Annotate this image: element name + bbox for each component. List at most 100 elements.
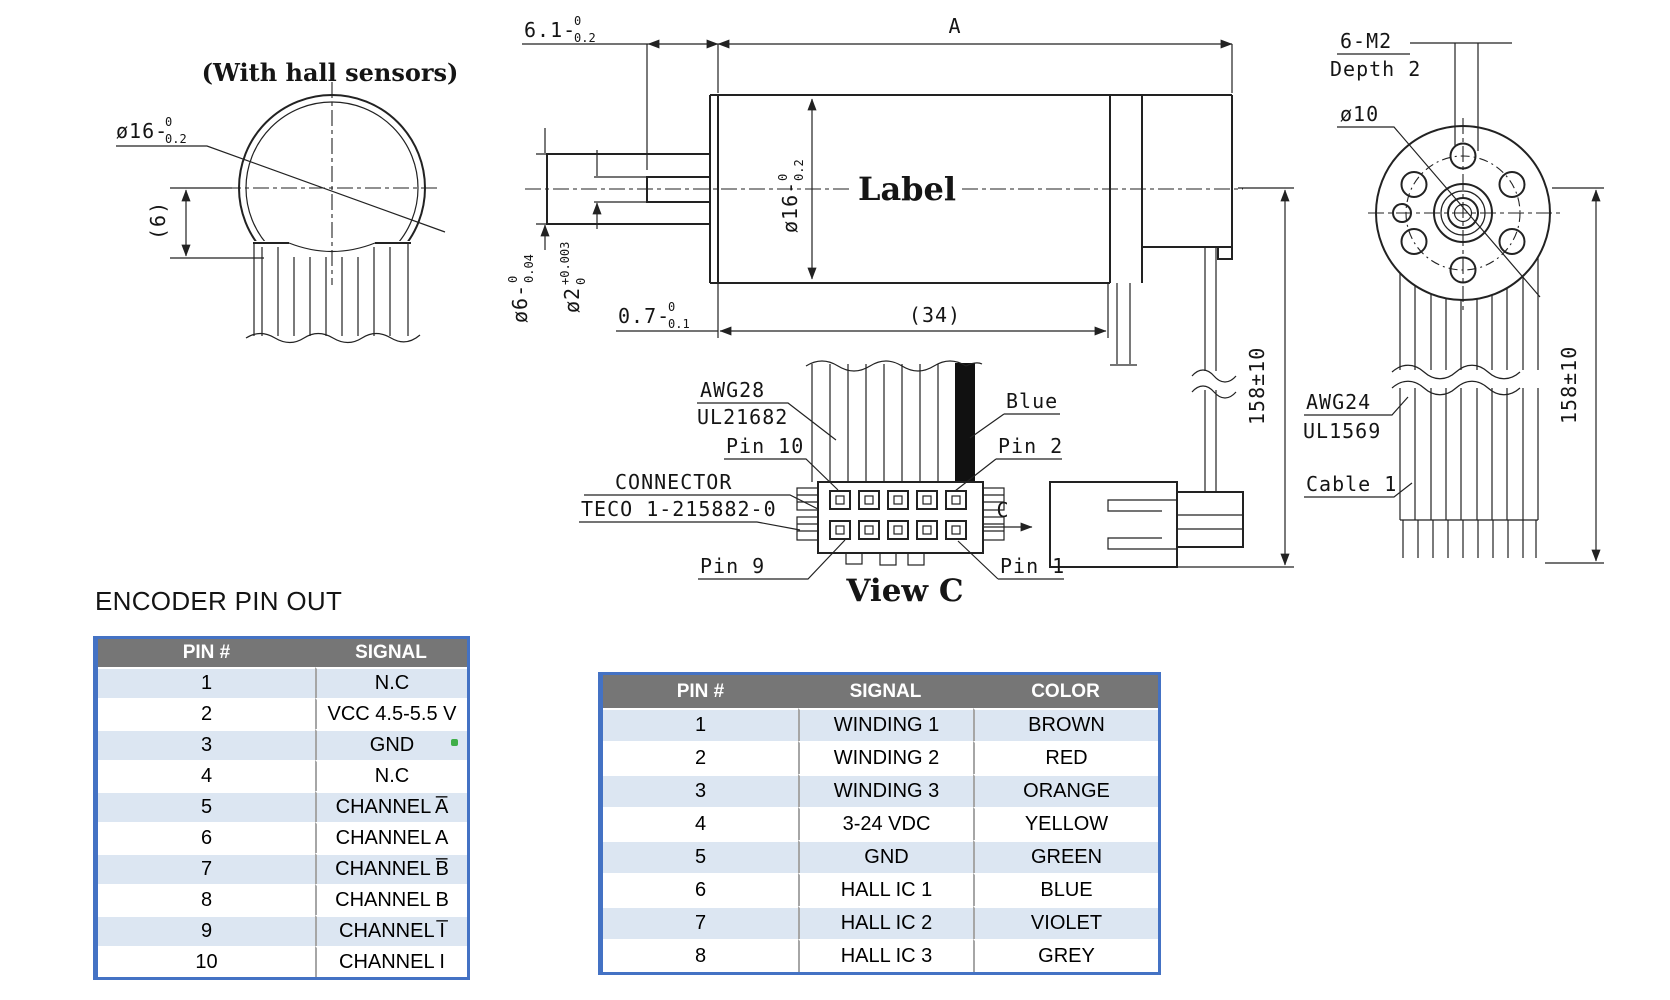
dim-6: (6) xyxy=(146,201,170,240)
dim-dia6-tol-top: 0 xyxy=(506,276,520,283)
pin-cell: 6 xyxy=(98,822,315,853)
motor-label: Label xyxy=(858,170,956,208)
connector-pins xyxy=(829,490,967,540)
signal-cell: CHANNEL B̅ xyxy=(315,853,467,884)
signal-cell: WINDING 1 xyxy=(798,708,973,741)
color-cell: BROWN xyxy=(973,708,1158,741)
dim-dia16-left: ø16- xyxy=(116,119,168,143)
ul21682-label: UL21682 xyxy=(697,405,788,429)
dim-dia16-left-tol-bot: 0.2 xyxy=(165,132,187,146)
dim-dia16-side: ø16- xyxy=(778,181,802,233)
pin-cell: 8 xyxy=(603,939,798,972)
pin-cell: 2 xyxy=(98,698,315,729)
dim-07-tol-top: 0 xyxy=(668,300,675,314)
color-cell: BLUE xyxy=(973,873,1158,906)
rear-flange-view: 6-M2 Depth 2 ø10 AWG24 xyxy=(1303,29,1604,564)
signal-cell: 3-24 VDC xyxy=(798,807,973,840)
dim-158-center: 158±10 xyxy=(1245,347,1269,425)
pin-cell: 3 xyxy=(98,729,315,760)
dim-dia16-side-tol-bot: 0.2 xyxy=(792,159,806,181)
signal-cell: WINDING 3 xyxy=(798,774,973,807)
blue-wire xyxy=(955,363,975,482)
signal-cell: N.C xyxy=(315,667,467,698)
dim-dia16-side-tol-top: 0 xyxy=(776,174,790,181)
signal-cell: CHANNEL I̅ xyxy=(315,915,467,946)
awg24-label: AWG24 xyxy=(1306,390,1371,414)
dim-61: 6.1- xyxy=(524,18,576,42)
depth-label: Depth 2 xyxy=(1330,57,1421,81)
signal-cell: WINDING 2 xyxy=(798,741,973,774)
left-end-view: (With hall sensors) ø16- 0 0.2 (6) xyxy=(116,58,458,344)
awg28-label: AWG28 xyxy=(700,378,765,402)
pin-cell: 9 xyxy=(98,915,315,946)
blue-label: Blue xyxy=(1006,389,1058,413)
col-header-pin: PIN # xyxy=(98,639,315,667)
col-header-pin: PIN # xyxy=(603,675,798,708)
pin-cell: 2 xyxy=(603,741,798,774)
pin-cell: 4 xyxy=(603,807,798,840)
color-cell: GREEN xyxy=(973,840,1158,873)
signal-cell: CHANNEL I xyxy=(315,946,467,977)
color-cell: GREY xyxy=(973,939,1158,972)
col-header-signal: SIGNAL xyxy=(798,675,973,708)
rear-cable-bundle xyxy=(1391,257,1539,558)
dim-61-tol-top: 0 xyxy=(574,14,581,28)
dim-dia6: ø6- xyxy=(508,284,532,323)
pin10-label: Pin 10 xyxy=(726,434,804,458)
technical-drawing: (With hall sensors) ø16- 0 0.2 (6) Labe xyxy=(116,14,1604,609)
dim-158-right: 158±10 xyxy=(1557,346,1581,424)
pin2-label: Pin 2 xyxy=(998,434,1063,458)
pin-cell: 3 xyxy=(603,774,798,807)
header-row: PIN # SIGNAL COLOR xyxy=(603,675,1158,708)
left-view-wires xyxy=(245,243,421,344)
connector-detail-view: AWG28 UL21682 Pin 10 CONNECTOR TECO 1-21… xyxy=(579,360,1065,609)
dia10-label: ø10 xyxy=(1340,102,1379,126)
dim-dia16-left-tol-top: 0 xyxy=(165,115,172,129)
pin9-label: Pin 9 xyxy=(700,554,765,578)
pin-cell: 4 xyxy=(98,760,315,791)
col-header-signal: SIGNAL xyxy=(315,639,467,667)
dim-34: (34) xyxy=(909,303,961,327)
connector-side-view xyxy=(1049,481,1244,568)
dim-dia2-tol-bot: 0 xyxy=(574,278,588,285)
signal-cell: CHANNEL B xyxy=(315,884,467,915)
cable1-label: Cable 1 xyxy=(1306,472,1397,496)
col-header-color: COLOR xyxy=(973,675,1158,708)
pin-cell: 10 xyxy=(98,946,315,977)
pin-cell: 1 xyxy=(98,667,315,698)
view-c-label: View C xyxy=(845,573,963,609)
pin-cell: 5 xyxy=(98,791,315,822)
pin-cell: 7 xyxy=(603,906,798,939)
encoder-pinout-title: ENCODER PIN OUT xyxy=(95,586,343,616)
pin-cell: 6 xyxy=(603,873,798,906)
signal-cell: GND xyxy=(315,729,467,760)
signal-cell: HALL IC 3 xyxy=(798,939,973,972)
signal-cell: HALL IC 2 xyxy=(798,906,973,939)
ribbon-cable xyxy=(805,360,983,482)
pin-cell: 5 xyxy=(603,840,798,873)
color-cell: YELLOW xyxy=(973,807,1158,840)
dim-07: 0.7- xyxy=(618,304,670,328)
color-cell: ORANGE xyxy=(973,774,1158,807)
pin1-label: Pin 1 xyxy=(1000,554,1065,578)
dim-dia2-tol-top: +0.003 xyxy=(558,242,572,285)
signal-cell: HALL IC 1 xyxy=(798,873,973,906)
dim-dia6-tol-bot: 0.04 xyxy=(522,254,536,283)
pin-cell: 8 xyxy=(98,884,315,915)
color-cell: VIOLET xyxy=(973,906,1158,939)
dim-61-tol-bot: 0.2 xyxy=(574,31,596,45)
screws-label: 6-M2 xyxy=(1340,29,1392,53)
